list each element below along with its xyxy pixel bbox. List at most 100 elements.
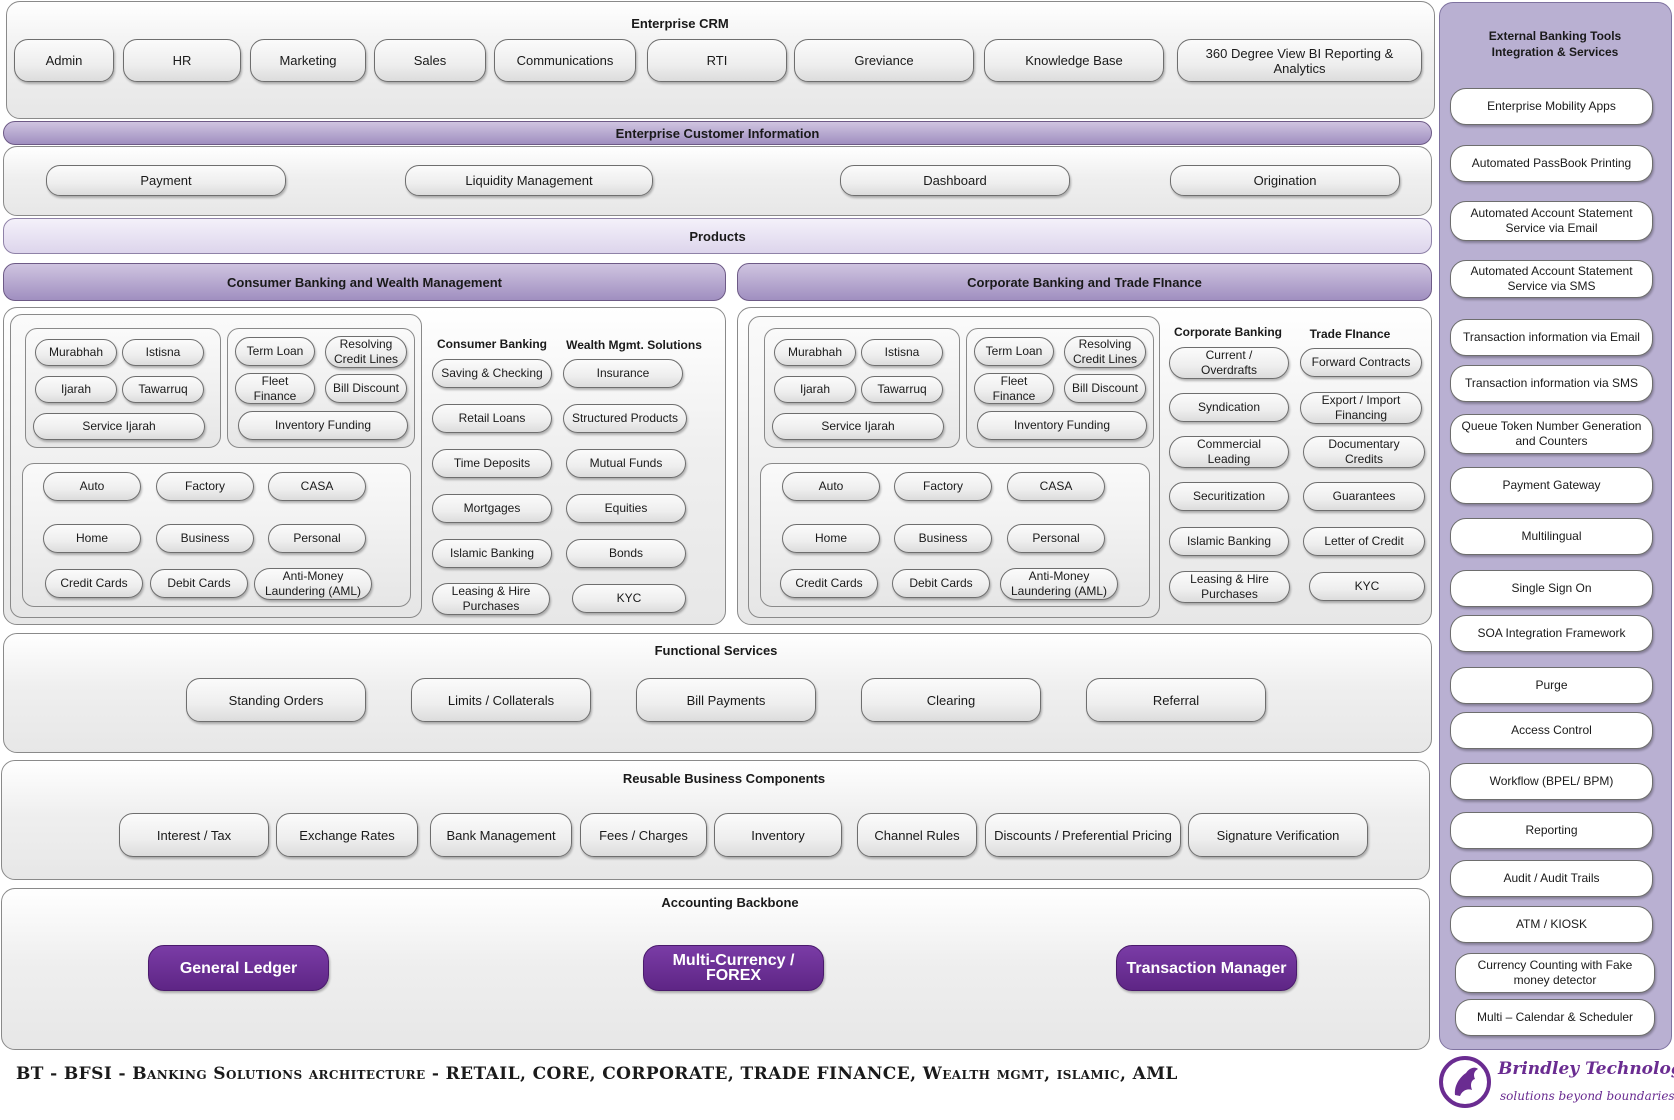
consumer-resolving-credit-lines[interactable]: Resolving Credit Lines — [325, 336, 407, 368]
rbc-inventory[interactable]: Inventory — [714, 813, 842, 857]
corp-securitization[interactable]: Securitization — [1169, 482, 1289, 511]
corporate-credit-cards[interactable]: Credit Cards — [780, 569, 878, 598]
multi-currency-forex-button[interactable]: Multi-Currency / FOREX — [643, 945, 824, 991]
corp-islamic-banking[interactable]: Islamic Banking — [1169, 527, 1289, 556]
wm-equities[interactable]: Equities — [566, 494, 686, 523]
ext-access-control[interactable]: Access Control — [1450, 712, 1653, 749]
rbc-discounts-pricing[interactable]: Discounts / Preferential Pricing — [985, 813, 1181, 857]
consumer-bill-discount[interactable]: Bill Discount — [325, 374, 407, 403]
tf-documentary-credits[interactable]: Documentary Credits — [1303, 436, 1425, 468]
corporate-home[interactable]: Home — [782, 524, 880, 553]
consumer-casa[interactable]: CASA — [268, 472, 366, 501]
consumer-business[interactable]: Business — [156, 524, 254, 553]
crm-greviance[interactable]: Greviance — [794, 39, 974, 82]
ext-purge[interactable]: Purge — [1450, 667, 1653, 704]
wm-insurance[interactable]: Insurance — [563, 359, 683, 388]
ext-transaction-email[interactable]: Transaction information via Email — [1450, 319, 1653, 356]
general-ledger-button[interactable]: General Ledger — [148, 945, 329, 991]
corporate-business[interactable]: Business — [894, 524, 992, 553]
corporate-factory[interactable]: Factory — [894, 472, 992, 501]
consumer-factory[interactable]: Factory — [156, 472, 254, 501]
ext-soa-integration[interactable]: SOA Integration Framework — [1450, 615, 1653, 652]
corp-current-overdrafts[interactable]: Current / Overdrafts — [1169, 347, 1289, 379]
eci-dashboard[interactable]: Dashboard — [840, 165, 1070, 196]
crm-marketing[interactable]: Marketing — [250, 39, 366, 82]
crm-360-bi[interactable]: 360 Degree View BI Reporting & Analytics — [1177, 39, 1422, 82]
rbc-channel-rules[interactable]: Channel Rules — [857, 813, 977, 857]
corporate-ijarah[interactable]: Ijarah — [774, 376, 856, 403]
tf-guarantees[interactable]: Guarantees — [1303, 482, 1425, 511]
fs-standing-orders[interactable]: Standing Orders — [186, 678, 366, 722]
crm-admin[interactable]: Admin — [14, 39, 114, 82]
consumer-fleet-finance[interactable]: Fleet Finance — [235, 373, 315, 404]
corporate-auto[interactable]: Auto — [782, 472, 880, 501]
corporate-istisna[interactable]: Istisna — [861, 339, 943, 366]
wm-structured-products[interactable]: Structured Products — [563, 404, 687, 433]
consumer-tawarruq[interactable]: Tawarruq — [122, 376, 204, 403]
consumer-service-ijarah[interactable]: Service Ijarah — [33, 413, 205, 440]
ext-single-sign-on[interactable]: Single Sign On — [1450, 570, 1653, 607]
wm-mutual-funds[interactable]: Mutual Funds — [566, 449, 686, 478]
corporate-inventory-funding[interactable]: Inventory Funding — [977, 411, 1147, 440]
cb-islamic-banking[interactable]: Islamic Banking — [432, 539, 552, 568]
crm-sales[interactable]: Sales — [374, 39, 486, 82]
ext-currency-counting[interactable]: Currency Counting with Fake money detect… — [1455, 953, 1655, 993]
fs-clearing[interactable]: Clearing — [861, 678, 1041, 722]
consumer-debit-cards[interactable]: Debit Cards — [150, 569, 248, 598]
corporate-tawarruq[interactable]: Tawarruq — [861, 376, 943, 403]
fs-referral[interactable]: Referral — [1086, 678, 1266, 722]
rbc-signature-verification[interactable]: Signature Verification — [1188, 813, 1368, 857]
corp-leasing-hire[interactable]: Leasing & Hire Purchases — [1169, 571, 1290, 603]
consumer-personal[interactable]: Personal — [268, 524, 366, 553]
ext-statement-sms[interactable]: Automated Account Statement Service via … — [1450, 260, 1653, 298]
ext-atm-kiosk[interactable]: ATM / KIOSK — [1450, 906, 1653, 943]
consumer-aml[interactable]: Anti-Money Laundering (AML) — [254, 568, 372, 600]
fs-bill-payments[interactable]: Bill Payments — [636, 678, 816, 722]
ext-passbook-printing[interactable]: Automated PassBook Printing — [1450, 145, 1653, 182]
ext-transaction-sms[interactable]: Transaction information via SMS — [1450, 365, 1653, 402]
eci-liquidity-management[interactable]: Liquidity Management — [405, 165, 653, 196]
ext-multi-calendar[interactable]: Multi – Calendar & Scheduler — [1455, 999, 1655, 1036]
tf-forward-contracts[interactable]: Forward Contracts — [1300, 348, 1422, 377]
corporate-fleet-finance[interactable]: Fleet Finance — [974, 373, 1054, 404]
corporate-personal[interactable]: Personal — [1007, 524, 1105, 553]
corporate-debit-cards[interactable]: Debit Cards — [892, 569, 990, 598]
crm-rti[interactable]: RTI — [647, 39, 787, 82]
crm-hr[interactable]: HR — [123, 39, 241, 82]
ext-reporting[interactable]: Reporting — [1450, 812, 1653, 849]
rbc-bank-management[interactable]: Bank Management — [430, 813, 572, 857]
cb-leasing-hire[interactable]: Leasing & Hire Purchases — [432, 583, 550, 615]
ext-enterprise-mobility-apps[interactable]: Enterprise Mobility Apps — [1450, 88, 1653, 125]
crm-knowledge-base[interactable]: Knowledge Base — [984, 39, 1164, 82]
rbc-fees-charges[interactable]: Fees / Charges — [580, 813, 707, 857]
ext-payment-gateway[interactable]: Payment Gateway — [1450, 467, 1653, 504]
rbc-interest-tax[interactable]: Interest / Tax — [119, 813, 269, 857]
consumer-murabhah[interactable]: Murabhah — [35, 339, 117, 366]
consumer-istisna[interactable]: Istisna — [122, 339, 204, 366]
corporate-service-ijarah[interactable]: Service Ijarah — [772, 413, 944, 440]
tf-kyc[interactable]: KYC — [1309, 572, 1425, 601]
corporate-casa[interactable]: CASA — [1007, 472, 1105, 501]
corporate-term-loan[interactable]: Term Loan — [974, 337, 1054, 366]
ext-multilingual[interactable]: Multilingual — [1450, 518, 1653, 555]
rbc-exchange-rates[interactable]: Exchange Rates — [276, 813, 418, 857]
consumer-auto[interactable]: Auto — [43, 472, 141, 501]
corporate-aml[interactable]: Anti-Money Laundering (AML) — [1000, 568, 1118, 600]
wm-bonds[interactable]: Bonds — [566, 539, 686, 568]
consumer-credit-cards[interactable]: Credit Cards — [45, 569, 143, 598]
cb-mortgages[interactable]: Mortgages — [432, 494, 552, 523]
cb-time-deposits[interactable]: Time Deposits — [432, 449, 552, 478]
corporate-murabhah[interactable]: Murabhah — [774, 339, 856, 366]
corp-syndication[interactable]: Syndication — [1169, 393, 1289, 422]
consumer-term-loan[interactable]: Term Loan — [235, 337, 315, 366]
transaction-manager-button[interactable]: Transaction Manager — [1116, 945, 1297, 991]
cb-saving-checking[interactable]: Saving & Checking — [432, 359, 552, 388]
corporate-resolving-credit-lines[interactable]: Resolving Credit Lines — [1064, 336, 1146, 368]
crm-communications[interactable]: Communications — [494, 39, 636, 82]
consumer-inventory-funding[interactable]: Inventory Funding — [238, 411, 408, 440]
ext-workflow[interactable]: Workflow (BPEL/ BPM) — [1450, 763, 1653, 800]
cb-retail-loans[interactable]: Retail Loans — [432, 404, 552, 433]
ext-statement-email[interactable]: Automated Account Statement Service via … — [1450, 201, 1653, 241]
wm-kyc[interactable]: KYC — [572, 584, 686, 613]
ext-queue-token[interactable]: Queue Token Number Generation and Counte… — [1450, 414, 1653, 454]
